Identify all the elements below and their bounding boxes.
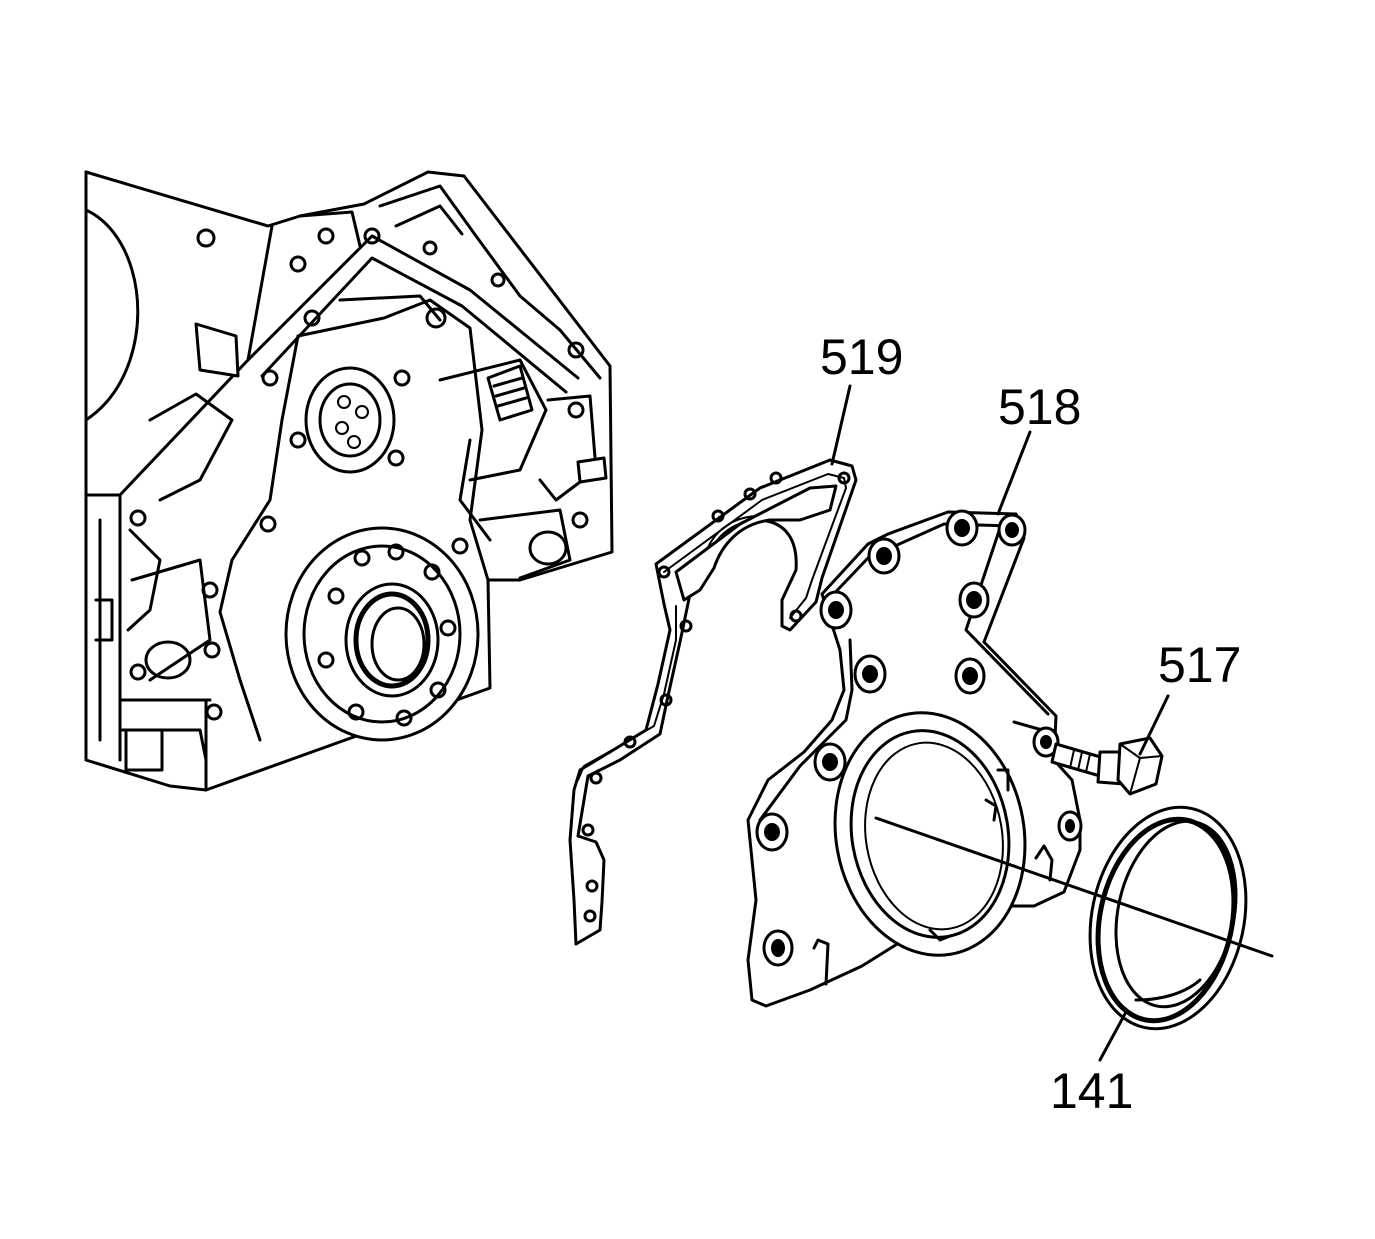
engine-block	[84, 170, 614, 792]
callout-518: 518	[998, 379, 1081, 435]
crankshaft-centerline	[874, 816, 1274, 958]
rear-engine-cover	[746, 509, 1083, 1008]
callout-517: 517	[1158, 637, 1241, 693]
callout-519: 519	[820, 329, 903, 385]
rear-crank-seal	[1088, 805, 1248, 1031]
rear-cover-gasket	[568, 458, 858, 946]
leader-518	[996, 430, 1032, 516]
leader-517	[1138, 694, 1170, 756]
callout-141: 141	[1050, 1063, 1133, 1119]
leader-141	[1098, 1010, 1128, 1062]
leader-519	[830, 384, 852, 466]
cover-bolt-bosses	[755, 509, 1083, 967]
cover-bolt	[1050, 736, 1164, 796]
leader-lines	[830, 384, 1170, 1062]
